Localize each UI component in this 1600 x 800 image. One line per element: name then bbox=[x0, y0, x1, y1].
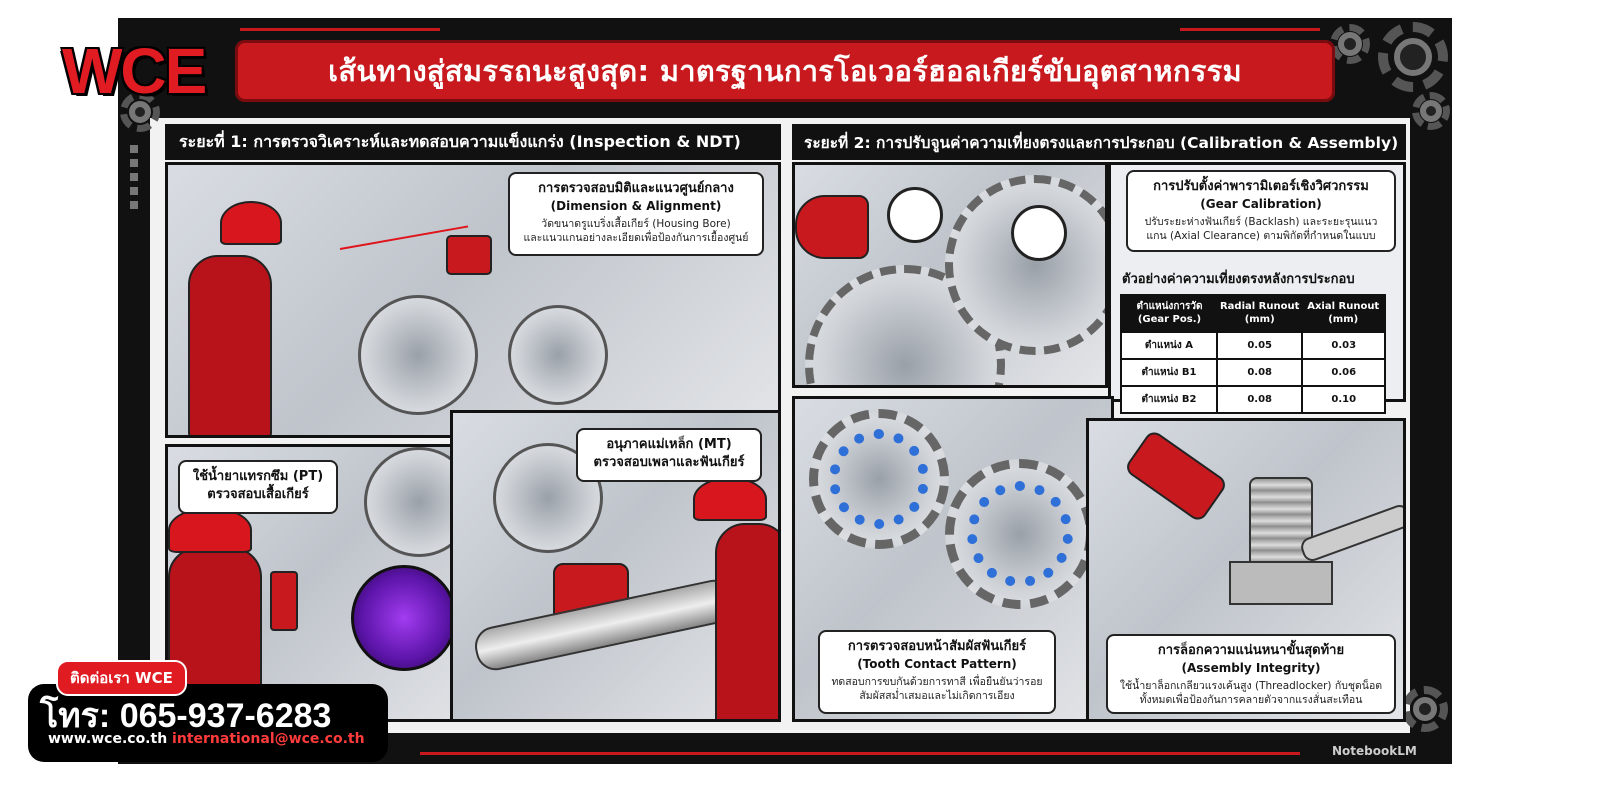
decor-dots bbox=[130, 145, 138, 215]
gear-illustration bbox=[945, 175, 1105, 355]
runout-table: ตำแหน่งการวัด (Gear Pos.) Radial Runout … bbox=[1120, 294, 1386, 414]
website-link[interactable]: www.wce.co.th bbox=[48, 731, 168, 747]
gear-icon bbox=[1330, 24, 1370, 64]
decor-line bbox=[1180, 28, 1320, 31]
phase2-header: ระยะที่ 2: การปรับจูนค่าความเที่ยงตรงและ… bbox=[792, 124, 1406, 160]
helmet-icon bbox=[220, 201, 282, 245]
table-cell: 0.08 bbox=[1215, 385, 1303, 413]
table-header-cell: Radial Runout (mm) bbox=[1216, 295, 1303, 332]
table-cell: ตำแหน่ง B2 bbox=[1121, 385, 1217, 413]
table-header-cell: ตำแหน่งการวัด (Gear Pos.) bbox=[1121, 295, 1217, 332]
callout-dimension-alignment: การตรวจสอบมิติและแนวศูนย์กลาง (Dimension… bbox=[508, 172, 764, 256]
runout-table-title: ตัวอย่างค่าความเที่ยงตรงหลังการประกอบ bbox=[1122, 272, 1355, 287]
gearbox-illustration bbox=[508, 305, 608, 405]
worker-illustration bbox=[188, 255, 272, 435]
glove-hand-illustration bbox=[795, 195, 869, 259]
callout-penetrant-test: ใช้น้ำยาแทรกซึม (PT) ตรวจสอบเสื้อเกียร์ bbox=[178, 460, 338, 514]
table-cell: 0.10 bbox=[1301, 385, 1385, 413]
table-cell: 0.03 bbox=[1301, 331, 1385, 359]
table-header-row: ตำแหน่งการวัด (Gear Pos.) Radial Runout … bbox=[1121, 295, 1385, 332]
table-cell: ตำแหน่ง A bbox=[1121, 331, 1217, 359]
helmet-icon bbox=[693, 477, 767, 521]
page-title: เส้นทางสู่สมรรถนะสูงสุด: มาตรฐานการโอเวอ… bbox=[328, 54, 1242, 88]
table-cell: 0.06 bbox=[1301, 358, 1385, 386]
gear-icon bbox=[1412, 92, 1450, 130]
callout-assembly-integrity: การล็อกความแน่นหนาขั้นสุดท้าย (Assembly … bbox=[1106, 634, 1396, 714]
table-cell: 0.05 bbox=[1215, 331, 1303, 359]
threadlocker-bottle-icon bbox=[1123, 428, 1229, 524]
callout-magnetic-particle: อนุภาคแม่เหล็ก (MT) ตรวจสอบเพลาและฟันเกี… bbox=[576, 428, 762, 482]
gear-icon bbox=[120, 92, 160, 132]
callout-tooth-contact: การตรวจสอบหน้าสัมผัสฟันเกียร์ (Tooth Con… bbox=[818, 630, 1056, 714]
contact-pattern-marking bbox=[829, 429, 929, 529]
dial-indicator-icon bbox=[1011, 205, 1067, 261]
contact-badge: ติดต่อเรา WCE bbox=[56, 660, 187, 696]
uv-inspection-illustration bbox=[351, 565, 457, 671]
email-link[interactable]: international@wce.co.th bbox=[172, 731, 365, 747]
table-row: ตำแหน่ง B2 0.08 0.10 bbox=[1121, 385, 1385, 413]
decor-line bbox=[240, 28, 440, 31]
dial-indicator-icon bbox=[887, 187, 943, 243]
table-cell: ตำแหน่ง B1 bbox=[1121, 358, 1217, 386]
nut-illustration bbox=[1229, 561, 1333, 605]
title-banner: เส้นทางสู่สมรรถนะสูงสุด: มาตรฐานการโอเวอ… bbox=[235, 40, 1335, 102]
table-cell: 0.08 bbox=[1215, 358, 1303, 386]
contact-box bbox=[28, 684, 388, 762]
table-row: ตำแหน่ง A 0.05 0.03 bbox=[1121, 331, 1385, 359]
gear-icon bbox=[1402, 686, 1448, 732]
laser-device-icon bbox=[446, 235, 492, 275]
contact-links: www.wce.co.th international@wce.co.th bbox=[48, 731, 365, 747]
table-header-cell: Axial Runout (mm) bbox=[1302, 295, 1385, 332]
gear-icon bbox=[1378, 22, 1448, 92]
table-row: ตำแหน่ง B1 0.08 0.06 bbox=[1121, 358, 1385, 386]
decor-line bbox=[420, 752, 1300, 755]
phase1-header: ระยะที่ 1: การตรวจวิเคราะห์และทดสอบความแ… bbox=[165, 124, 781, 160]
gearbox-illustration bbox=[358, 295, 478, 415]
callout-gear-calibration: การปรับตั้งค่าพารามิเตอร์เชิงวิศวกรรม (G… bbox=[1126, 170, 1396, 252]
panel-gear-calibration-illustration bbox=[792, 162, 1108, 388]
contact-pattern-marking bbox=[967, 481, 1073, 587]
wrench-icon bbox=[1298, 502, 1403, 564]
spray-bottle-icon bbox=[270, 571, 298, 631]
phone-number[interactable]: โทร: 065-937-6283 bbox=[40, 697, 332, 735]
wce-logo: WCE bbox=[62, 35, 207, 107]
notebooklm-watermark: NotebookLM bbox=[1332, 744, 1417, 758]
worker-illustration bbox=[715, 523, 778, 719]
